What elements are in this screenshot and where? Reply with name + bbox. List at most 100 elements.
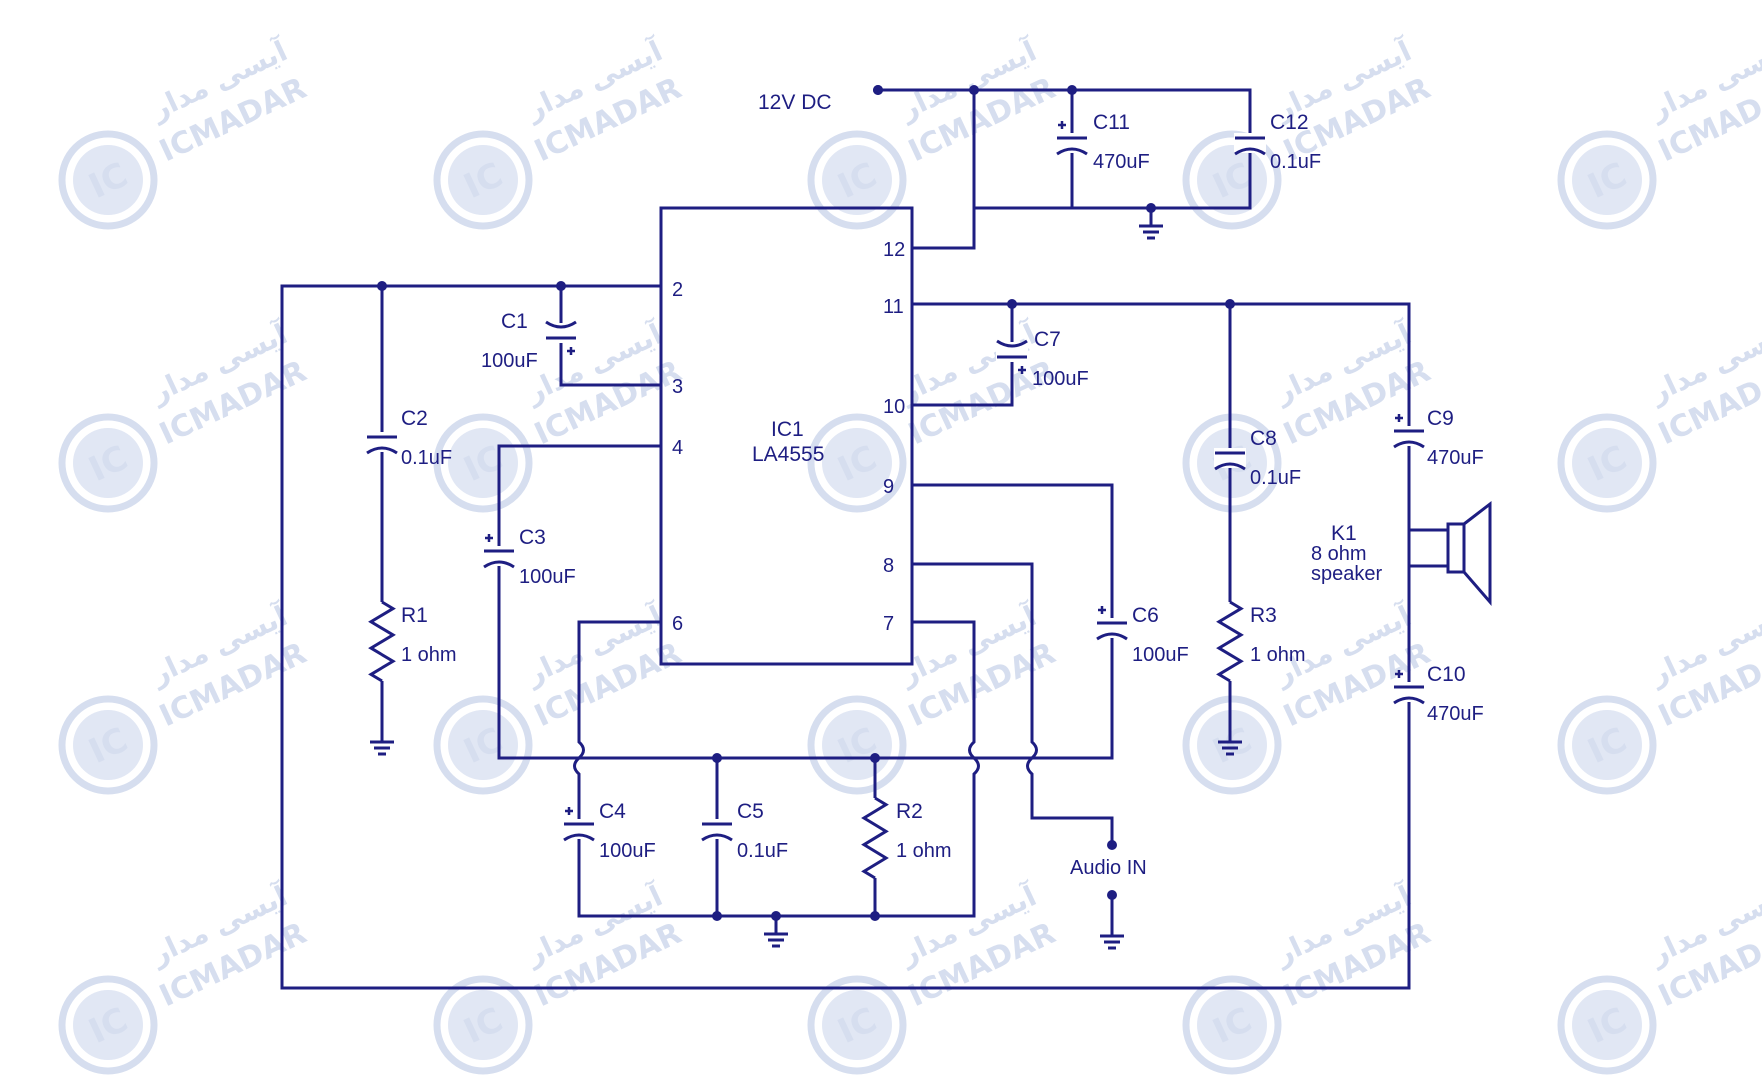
c1-value: 100uF <box>481 350 538 372</box>
junction-dot <box>712 753 722 763</box>
c4-name: C4 <box>599 800 626 823</box>
r3-value: 1 ohm <box>1250 644 1306 666</box>
pin-10: 10 <box>883 396 905 418</box>
junction-dot <box>870 753 880 763</box>
junction-dot <box>1007 299 1017 309</box>
audio-in-ground-terminal <box>1107 890 1117 900</box>
c10-name: C10 <box>1427 663 1466 686</box>
pin-2: 2 <box>672 279 683 301</box>
resistor-r2 <box>861 796 889 880</box>
junction-dot <box>377 281 387 291</box>
c8-value: 0.1uF <box>1250 467 1301 489</box>
audio-in-terminal <box>1107 840 1117 850</box>
resistor-r1 <box>368 600 396 683</box>
pin-8: 8 <box>883 555 894 577</box>
pin-6: 6 <box>672 613 683 635</box>
junction-dot <box>870 911 880 921</box>
capacitor-c9 <box>1393 414 1425 449</box>
ic-name: IC1 <box>771 418 804 441</box>
junction-dot <box>771 911 781 921</box>
c11-value: 470uF <box>1093 151 1150 173</box>
pin-9: 9 <box>883 476 894 498</box>
junction-dot <box>556 281 566 291</box>
c1-name: C1 <box>501 310 528 333</box>
capacitor-c12 <box>1234 133 1266 156</box>
capacitor-c1 <box>545 320 577 355</box>
capacitor-c8 <box>1214 448 1246 471</box>
c7-name: C7 <box>1034 328 1061 351</box>
capacitor-c2 <box>366 432 398 455</box>
junction-dot <box>712 911 722 921</box>
junction-dot <box>1225 299 1235 309</box>
r1-value: 1 ohm <box>401 644 457 666</box>
resistor-r3 <box>1216 600 1244 683</box>
k1-value: 8 ohm <box>1311 543 1367 565</box>
junction-dot <box>969 85 979 95</box>
r2-value: 1 ohm <box>896 840 952 862</box>
c6-name: C6 <box>1132 604 1159 627</box>
supply-label: 12V DC <box>758 91 832 114</box>
c10-value: 470uF <box>1427 703 1484 725</box>
pin-4: 4 <box>672 437 683 459</box>
c4-value: 100uF <box>599 840 656 862</box>
k1-kind: speaker <box>1311 563 1382 585</box>
pin-3: 3 <box>672 376 683 398</box>
ground-r1 <box>370 730 394 756</box>
pin-7: 7 <box>883 613 894 635</box>
capacitor-c7 <box>996 339 1028 374</box>
capacitor-c5 <box>701 819 733 842</box>
r3-name: R3 <box>1250 604 1277 627</box>
c9-value: 470uF <box>1427 447 1484 469</box>
ic-part: LA4555 <box>752 443 824 466</box>
c2-value: 0.1uF <box>401 447 452 469</box>
ground-bottom <box>764 922 788 948</box>
c2-name: C2 <box>401 407 428 430</box>
capacitor-c11 <box>1056 121 1088 156</box>
c12-name: C12 <box>1270 111 1309 134</box>
r1-name: R1 <box>401 604 428 627</box>
junction-dot <box>1146 203 1156 213</box>
c11-name: C11 <box>1093 111 1130 134</box>
c5-name: C5 <box>737 800 764 823</box>
k1-name: K1 <box>1331 522 1357 545</box>
ic-body <box>659 206 914 666</box>
labels: 12V DC IC1 LA4555 2 3 4 6 7 8 9 10 11 12… <box>401 91 1484 879</box>
capacitor-c4 <box>563 807 595 842</box>
c12-value: 0.1uF <box>1270 151 1321 173</box>
supply-terminal <box>873 85 883 95</box>
c7-value: 100uF <box>1032 368 1089 390</box>
junction-dot <box>1067 85 1077 95</box>
r2-name: R2 <box>896 800 923 823</box>
ground-r3 <box>1218 730 1242 756</box>
speaker-k1 <box>1446 500 1492 607</box>
pin-12: 12 <box>883 239 905 261</box>
c6-value: 100uF <box>1132 644 1189 666</box>
c8-name: C8 <box>1250 427 1277 450</box>
capacitor-c3 <box>483 534 515 569</box>
c3-name: C3 <box>519 526 546 549</box>
pin-11: 11 <box>883 296 904 318</box>
c9-name: C9 <box>1427 407 1454 430</box>
c5-value: 0.1uF <box>737 840 788 862</box>
c3-value: 100uF <box>519 566 576 588</box>
audio-in-label: Audio IN <box>1070 857 1147 879</box>
